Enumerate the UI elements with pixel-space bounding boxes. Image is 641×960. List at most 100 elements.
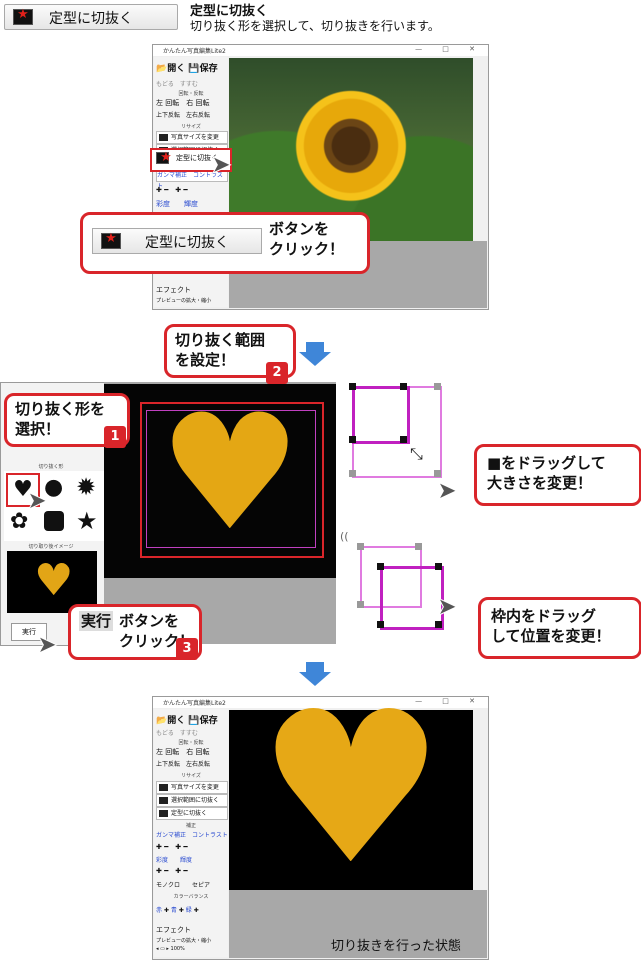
callout-set-range: 切り抜く範囲 を設定！ [164, 324, 296, 378]
open-button[interactable]: 開く [167, 64, 186, 74]
forward-button[interactable]: すすむ [179, 81, 198, 88]
preview-zoom-label: プレビューの拡大・縮小 [156, 298, 212, 304]
enlarged-button-label: 定型に切抜く [145, 235, 229, 251]
save-button[interactable]: 保存 [199, 64, 218, 74]
open-icon: 📂 [156, 716, 168, 726]
red-label: 赤 [156, 907, 163, 914]
flower-shape-option[interactable]: ✿ [10, 509, 29, 534]
shape-section-label: 切り抜く形 [38, 464, 64, 470]
motion-lines-icon: (( [340, 530, 349, 543]
callout-execute-text: ボタンを クリック！ [119, 612, 195, 650]
callout-click-text: ボタンを クリック！ [269, 220, 345, 258]
green-label: 緑 [185, 907, 192, 914]
save-button[interactable]: 保存 [199, 716, 218, 726]
open-button[interactable]: 開く [167, 716, 186, 726]
preview-section-label: 切り取り後イメージ [28, 544, 74, 550]
forward-button[interactable]: すすむ [179, 730, 198, 737]
zoom-value: 100% [170, 946, 185, 952]
callout-execute: 実行 ボタンを クリック！ [68, 604, 202, 660]
callout-drag-frame: 枠内をドラッグ して位置を変更！ [478, 597, 641, 659]
flip-vertical-button[interactable]: 上下反転 [156, 112, 181, 119]
effect-label: エフェクト [156, 286, 191, 294]
callout-drag-handle: ■をドラッグして 大きさを変更！ [474, 444, 641, 506]
rotate-left-button[interactable]: 左 回転 [156, 99, 180, 107]
saturation-label: 彩度 [156, 200, 170, 208]
shape-grid: ♥ ● ✹ ✿ ★ [4, 471, 104, 541]
open-icon: 📂 [156, 64, 168, 74]
star-shape-option[interactable]: ★ [76, 507, 98, 535]
window-controls[interactable]: — □ ✕ [415, 697, 484, 705]
brightness-label: 輝度 [184, 200, 198, 208]
crop-shape-button-label: 定型に切抜く [176, 154, 218, 162]
heart-shape-option[interactable]: ♥ [6, 473, 40, 507]
star-icon [101, 231, 121, 249]
page-description: 切り抜く形を選択して、切り抜きを行います。 [190, 19, 440, 33]
star-icon [13, 7, 33, 25]
flip-vertical-button[interactable]: 上下反転 [156, 761, 181, 768]
flip-horizontal-button[interactable]: 左右反転 [186, 761, 211, 768]
mouse-cursor-icon: ➤ [210, 150, 233, 181]
zoom-slider[interactable]: ◂ ▭ ▸ 100% [156, 946, 185, 952]
execute-button[interactable]: 実行 [11, 623, 47, 641]
callout-click-button: 定型に切抜く ボタンを クリック！ [80, 212, 370, 274]
canvas-background [229, 890, 487, 958]
callout-shape-text: 切り抜く形を 選択！ [15, 400, 106, 438]
down-arrow-icon [306, 662, 324, 672]
saturation-label: 彩度 [156, 857, 169, 864]
rotate-left-button[interactable]: 左 回転 [156, 748, 180, 756]
execute-word: 実行 [79, 611, 114, 631]
mouse-cursor-icon: ➤ [36, 630, 59, 661]
effect-label: エフェクト [156, 926, 191, 934]
rotate-section-label: 回転・反転 [178, 740, 204, 746]
sepia-button[interactable]: セピア [192, 882, 211, 889]
preview-zoom-label: プレビューの拡大・縮小 [156, 938, 212, 944]
balance-section-label: カラーバランス [173, 894, 209, 900]
rotate-right-button[interactable]: 右 回転 [186, 99, 210, 107]
save-icon: 💾 [188, 64, 200, 74]
rotate-right-button[interactable]: 右 回転 [186, 748, 210, 756]
contrast-label: コントラスト [192, 832, 228, 839]
back-button[interactable]: もどる [156, 730, 174, 737]
callout-drag-frame-text: 枠内をドラッグ して位置を変更！ [491, 607, 611, 645]
heart-crop-preview: ♥ [158, 379, 302, 566]
rounded-square-option[interactable] [44, 511, 64, 531]
step-badge-1: 1 [104, 426, 126, 448]
resize-section-label: リサイズ [181, 124, 201, 130]
sunflower-photo [229, 58, 473, 241]
page-title: 定型に切抜く [190, 4, 269, 19]
diagonal-arrow-icon: ⤡ [410, 444, 423, 463]
window-title: かんたん写真編集Lite2 [163, 48, 226, 55]
resize-diagram: ⤡ [348, 382, 444, 478]
header-button-label: 定型に切抜く [49, 11, 133, 27]
change-size-button[interactable]: 写真サイズを変更 [156, 781, 228, 794]
crop-shape-button[interactable]: 定型に切抜く [156, 807, 228, 820]
gamma-label: ガンマ補正 [156, 832, 187, 839]
crop-shape-button-highlight[interactable]: 定型に切抜く [150, 148, 232, 172]
gamma-plus-minus[interactable]: ✚ ━ ✚ ━ [156, 186, 188, 194]
rotate-section-label: 回転・反転 [178, 91, 204, 97]
crop-frame[interactable] [146, 410, 316, 548]
crop-selection-button[interactable]: 選択範囲に切抜く [156, 794, 228, 807]
mouse-cursor-icon: ➤ [26, 486, 49, 517]
down-arrow-head [299, 672, 331, 686]
crop-area-highlight[interactable]: ♥ [140, 388, 324, 558]
resize-section-label: リサイズ [181, 773, 201, 779]
mouse-cursor-icon: ➤ [436, 592, 459, 623]
result-canvas: ♥ [229, 697, 473, 904]
crop-shape-button-sample: 定型に切抜く [4, 4, 178, 30]
window-titlebar: かんたん写真編集Lite2 — □ ✕ [153, 45, 488, 56]
step-badge-2: 2 [266, 362, 288, 384]
saturation-plus-minus[interactable]: ✚ ━ ✚ ━ [156, 867, 188, 875]
callout-select-shape: 切り抜く形を 選択！ [4, 393, 130, 447]
window-title: かんたん写真編集Lite2 [163, 700, 226, 707]
circle-shape-option[interactable]: ● [44, 475, 64, 500]
flip-horizontal-button[interactable]: 左右反転 [186, 112, 211, 119]
change-size-button[interactable]: 写真サイズを変更 [156, 131, 228, 144]
mono-button[interactable]: モノクロ [156, 882, 181, 889]
gamma-plus-minus[interactable]: ✚ ━ ✚ ━ [156, 843, 188, 851]
window-controls[interactable]: — □ ✕ [415, 45, 484, 53]
canvas-black-area [104, 384, 336, 578]
mouse-cursor-icon: ➤ [436, 476, 459, 507]
gear-shape-option[interactable]: ✹ [76, 473, 97, 501]
back-button[interactable]: もどる [156, 81, 174, 88]
